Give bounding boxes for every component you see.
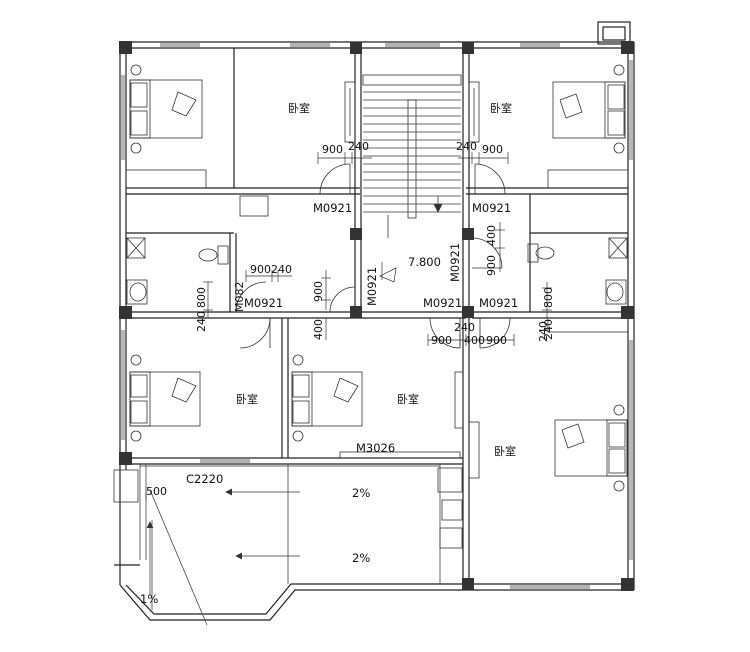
room-label-bedroom-mid-center: 卧室 [397,392,419,406]
structural-columns [119,41,634,591]
dim-400-center: 400 [464,334,485,347]
dim-500: 500 [146,485,167,498]
bathroom-fixtures [113,195,628,549]
door-label-m0921-bath-left: M0921 [244,296,283,310]
dim-400-mid: 400 [312,319,325,340]
dim-240-top-left: 240 [348,140,369,153]
room-label-bedroom-top-right: 卧室 [490,101,512,115]
slope-label-2: 2% [352,551,370,565]
dim-900-right: 900 [485,255,498,276]
dim-240-mid-right: 240 [542,319,555,340]
dim-900-top-left: 900 [322,143,343,156]
slope-label-1: 2% [352,486,370,500]
dim-900240: 900240 [250,263,292,276]
window-label-c2220: C2220 [186,472,223,486]
dim-240-left: 240 [195,311,208,332]
dim-m082: M082 [233,282,246,313]
staircase [362,74,462,238]
door-label-m0921-stair: M0921 [365,267,379,306]
dim-400-right: 400 [485,225,498,246]
dim-240-top-right: 240 [456,140,477,153]
door-label-m0921-top-right: M0921 [472,201,511,215]
dim-240-right-right: 240 [537,321,550,342]
door-label-m0921-right: M0921 [479,296,518,310]
dim-900-top-right: 900 [482,143,503,156]
elevation-label: 7.800 [408,255,441,269]
room-label-bedroom-top-left: 卧室 [288,101,310,115]
windows [121,43,633,589]
dim-800-left: 800 [195,287,208,308]
dim-900-mid: 900 [312,281,325,302]
door-swings [235,163,511,349]
door-label-m0921-top-left: M0921 [313,201,352,215]
door-label-m0921-bath-right: M0921 [448,243,462,282]
door-label-m3026: M3026 [356,441,395,455]
wardrobes [125,81,629,479]
dim-240-center: 240 [454,321,475,334]
dim-900-center-1: 900 [431,334,452,347]
slope-label-3: 1% [140,592,158,606]
dim-800-right: 800 [542,287,555,308]
balcony-rails [139,464,441,626]
room-label-bedroom-right: 卧室 [494,444,516,458]
exterior-walls [114,21,635,621]
room-label-bedroom-mid-left: 卧室 [236,392,258,406]
dimension-lines [145,152,552,595]
beds [129,64,628,492]
dim-900-center-2: 900 [486,334,507,347]
door-label-m0921-center: M0921 [423,296,462,310]
